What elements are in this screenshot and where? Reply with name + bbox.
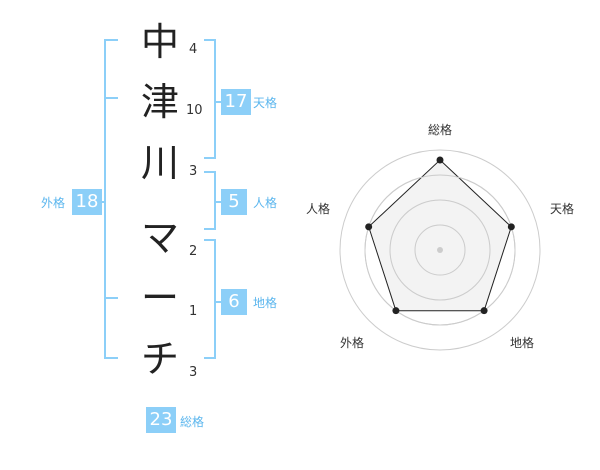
name-char-1: 中: [140, 20, 179, 64]
radar-point-1: [436, 156, 444, 164]
radar-point-5: [365, 223, 373, 231]
name-char-2: 津: [140, 80, 179, 124]
name-char-5: ー: [140, 276, 179, 320]
radar-label-chikaku: 地格: [510, 336, 535, 350]
stroke-count-2: 10: [186, 103, 203, 118]
name-char-3: 川: [140, 141, 179, 185]
jinkaku-bracket: [204, 171, 216, 230]
chikaku-bracket: [204, 239, 216, 359]
jinkaku-label: 人格: [253, 196, 278, 210]
stroke-count-4: 2: [189, 244, 198, 259]
stroke-count-3: 3: [189, 164, 198, 179]
radar-inner-ring-2: [389, 199, 491, 301]
gaikaku-badge: 18: [72, 189, 102, 215]
radar-polygon: [368, 159, 512, 312]
name-char-6: チ: [140, 337, 179, 381]
radar-point-2: [507, 223, 515, 231]
radar-label-tenkaku: 天格: [550, 202, 575, 216]
tenkaku-bracket: [204, 39, 216, 159]
chikaku-badge: 6: [221, 289, 247, 315]
radar-inner-ring-3: [364, 174, 516, 326]
stroke-count-1: 4: [189, 42, 198, 57]
radar-inner-ring-1: [414, 224, 466, 276]
radar-point-3: [480, 307, 488, 315]
stroke-count-5: 1: [189, 304, 198, 319]
gaikaku-label: 外格: [41, 196, 66, 210]
jinkaku-badge: 5: [221, 189, 247, 215]
radar-label-jinkaku: 人格: [306, 202, 331, 216]
tenkaku-label: 天格: [253, 96, 278, 110]
chikaku-label: 地格: [253, 296, 278, 310]
radar-center-dot: [437, 247, 443, 253]
name-char-4: マ: [140, 216, 179, 260]
tenkaku-badge: 17: [221, 89, 251, 115]
radar-label-soukaku: 総格: [428, 123, 453, 137]
soukaku-label: 総格: [180, 415, 205, 429]
radar-label-gaikaku: 外格: [340, 336, 365, 350]
soukaku-badge: 23: [146, 407, 176, 433]
gaikaku-bracket: [104, 39, 118, 359]
stroke-count-6: 3: [189, 365, 198, 380]
radar-point-4: [392, 307, 400, 315]
